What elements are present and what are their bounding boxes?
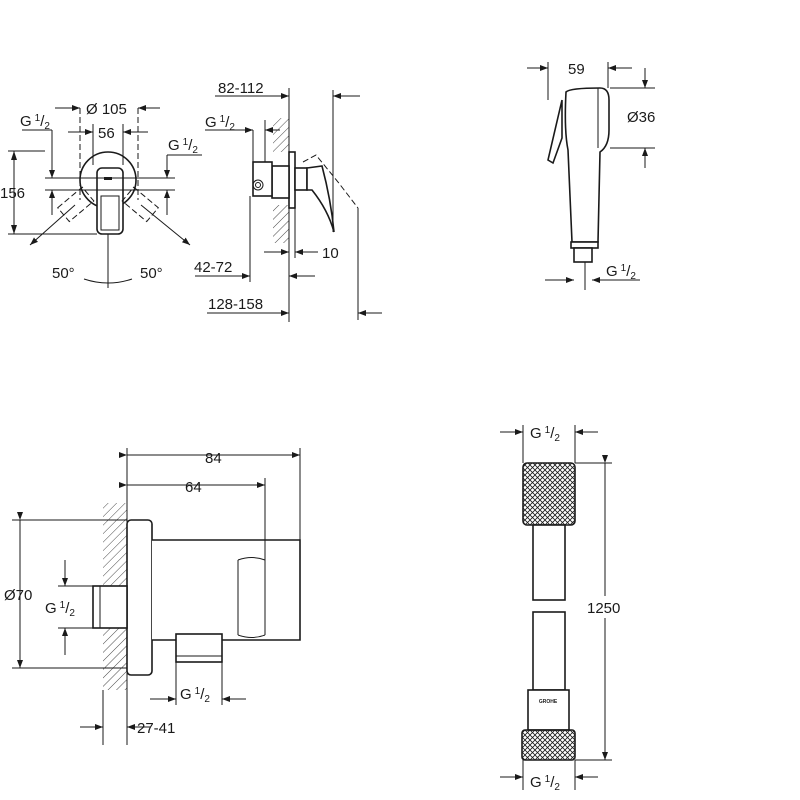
dim-angle-left: 50° (52, 265, 75, 282)
dim-angle-right: 50° (140, 265, 163, 282)
dim-elbow-width-84: 84 (205, 450, 222, 467)
dim-offset-27-41: 27-41 (137, 720, 175, 737)
dim-wall-42-72: 42-72 (194, 259, 232, 276)
dim-width-56: 56 (98, 125, 115, 142)
dim-depth-82-112: 82-112 (218, 80, 264, 97)
dim-hose-length: 1250 (587, 600, 620, 617)
dim-height-156: 156 (0, 185, 25, 202)
dim-plate-10: 10 (322, 245, 339, 262)
dim-elbow-inner-64: 64 (185, 479, 202, 496)
dim-shower-length-59: 59 (568, 61, 585, 78)
dim-total-128-158: 128-158 (208, 296, 263, 313)
dim-elbow-diameter: Ø70 (4, 587, 32, 604)
dim-shower-diameter: Ø36 (627, 109, 655, 126)
brand-logo: GROHE (539, 699, 558, 705)
dim-diameter-105: Ø 105 (86, 101, 127, 118)
